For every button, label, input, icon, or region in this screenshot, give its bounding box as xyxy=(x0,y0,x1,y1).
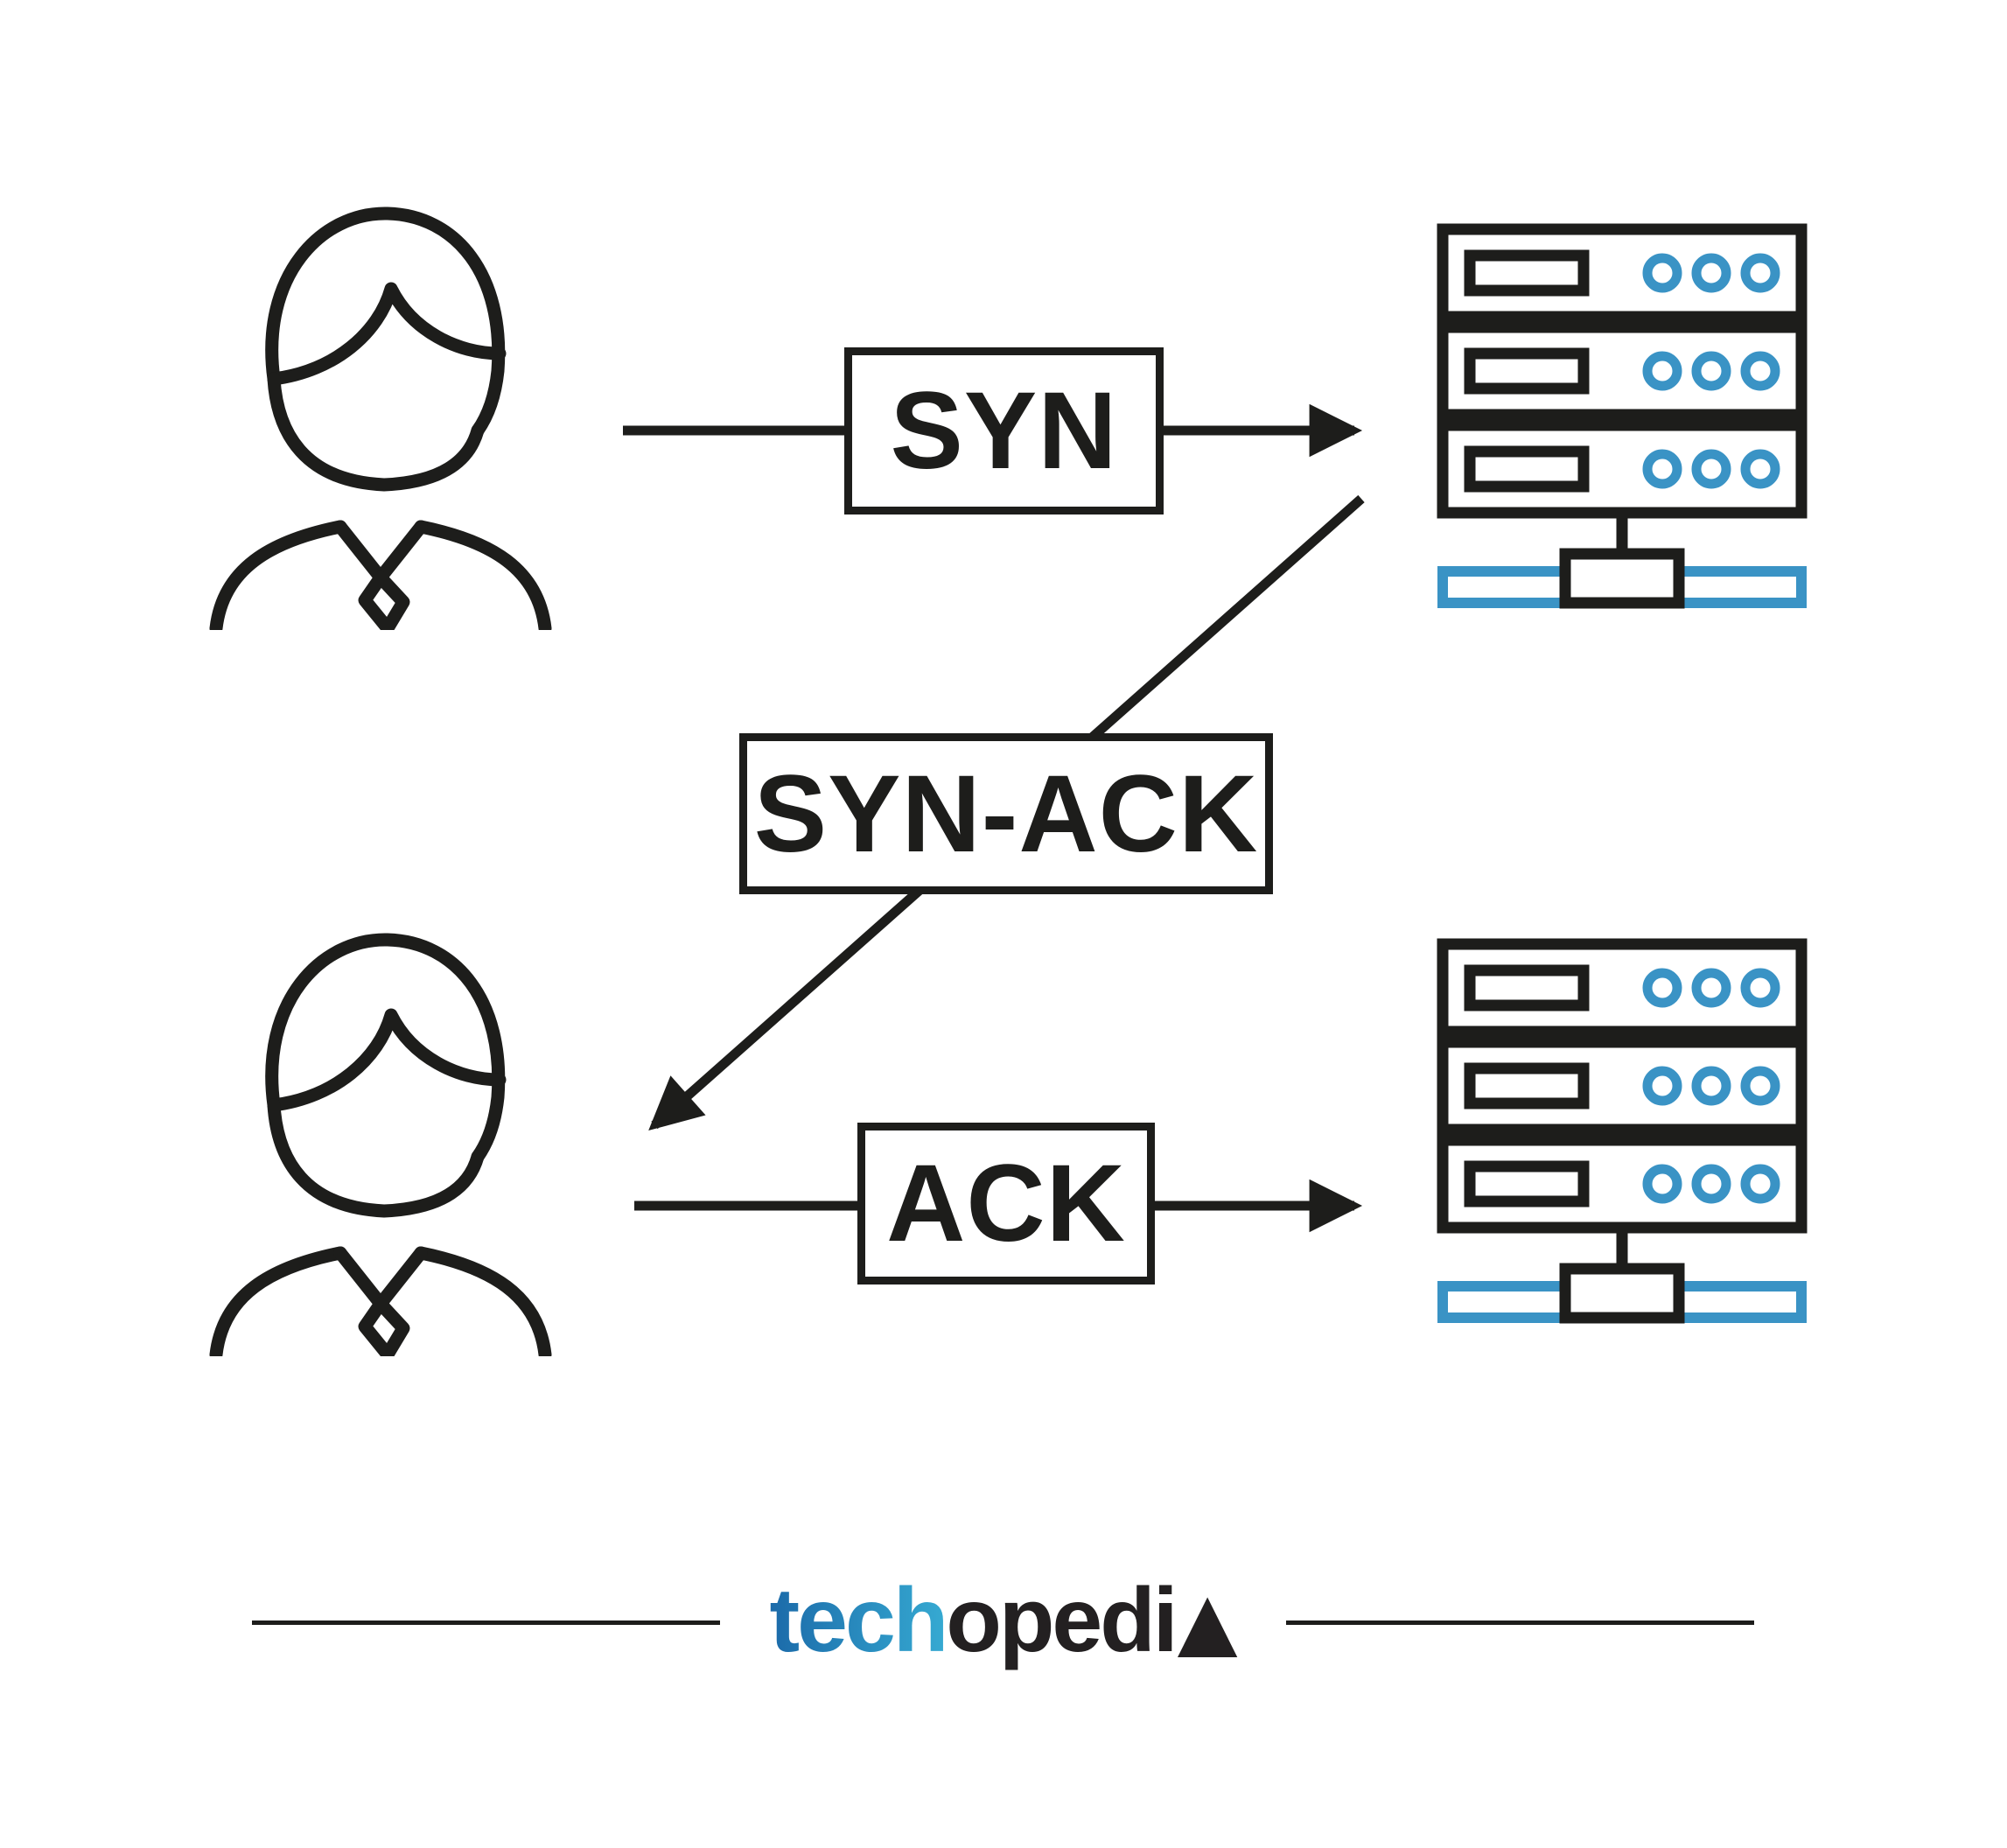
server-stack-icon xyxy=(1437,938,1808,1330)
logo-text-blue: tech xyxy=(769,1570,949,1671)
syn-ack-label-box: SYN-ACK xyxy=(739,733,1273,894)
logo-divider-left xyxy=(252,1620,720,1625)
logo-triangle-icon: ▲ xyxy=(1177,1575,1238,1667)
ack-label-box: ACK xyxy=(857,1123,1155,1284)
server-stack-icon xyxy=(1437,223,1808,615)
syn-label-box: SYN xyxy=(844,347,1164,514)
person-icon xyxy=(197,926,564,1356)
logo-divider-right xyxy=(1286,1620,1754,1625)
logo-text-dark: opedi xyxy=(946,1570,1178,1671)
person-icon xyxy=(197,200,564,630)
